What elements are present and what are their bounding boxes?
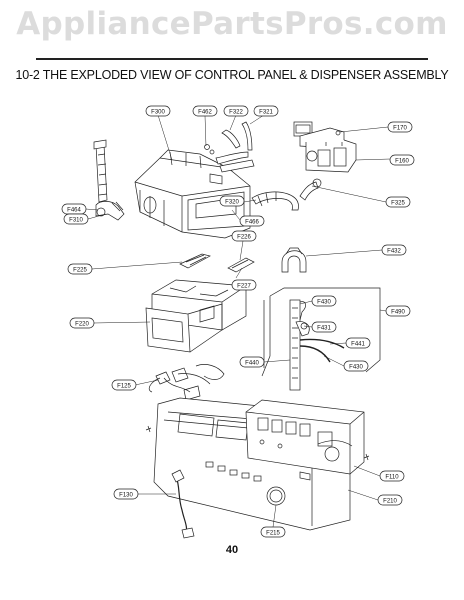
svg-text:F441: F441	[351, 342, 365, 348]
callout-F160: F160	[389, 154, 415, 166]
svg-text:F432: F432	[387, 249, 401, 255]
watermark-logo: AppliancePartsPros.com	[16, 6, 448, 42]
callout-F432: F432	[381, 244, 407, 256]
svg-text:F110: F110	[385, 475, 399, 481]
svg-text:F300: F300	[151, 110, 165, 116]
callout-F220: F220	[69, 317, 95, 329]
callout-F321: F321	[253, 105, 279, 117]
frame-bracket-part	[261, 287, 381, 377]
svg-text:F322: F322	[229, 110, 243, 116]
svg-text:F464: F464	[67, 208, 81, 214]
svg-text:F130: F130	[119, 493, 133, 499]
svg-text:F225: F225	[73, 268, 87, 274]
svg-text:F490: F490	[391, 310, 405, 316]
callout-F210: F210	[377, 494, 403, 506]
callout-F130: F130	[113, 488, 139, 500]
wire-harness-part	[148, 364, 225, 401]
callout-F215: F215	[260, 526, 286, 538]
pcb-assembly-part	[245, 399, 365, 475]
callout-F320: F320	[219, 195, 245, 207]
svg-text:F466: F466	[245, 220, 259, 226]
page-title: 10-2 THE EXPLODED VIEW OF CONTROL PANEL …	[15, 68, 449, 82]
svg-text:F226: F226	[237, 235, 251, 241]
fill-hose-part	[251, 178, 322, 211]
callout-F225: F225	[67, 263, 93, 275]
callout-F170: F170	[387, 121, 413, 133]
callout-labels: F300 F462 F322 F321 F170 F160 F464 F310 …	[61, 105, 415, 538]
screws	[145, 425, 370, 461]
dispenser-drawer-part	[145, 279, 247, 353]
callout-F310: F310	[63, 213, 89, 225]
svg-text:F220: F220	[75, 322, 89, 328]
svg-text:F227: F227	[237, 284, 251, 290]
svg-text:F321: F321	[259, 110, 273, 116]
leader-lines	[85, 114, 391, 528]
svg-text:F430: F430	[349, 365, 363, 371]
svg-text:F210: F210	[383, 499, 397, 505]
svg-text:F462: F462	[198, 110, 212, 116]
page-number: 40	[225, 544, 239, 556]
wire-lead-part	[171, 469, 195, 539]
water-valve-part	[293, 121, 357, 173]
svg-text:F160: F160	[395, 159, 409, 165]
pressure-switch-part	[289, 299, 345, 391]
callout-F226: F226	[231, 230, 257, 242]
callout-F431: F431	[311, 321, 337, 333]
callout-F464: F464	[61, 203, 87, 215]
svg-text:F125: F125	[117, 384, 131, 390]
svg-text:F170: F170	[393, 126, 407, 132]
callout-F462: F462	[192, 105, 218, 117]
svg-text:F310: F310	[69, 218, 83, 224]
dispenser-tube-part	[93, 139, 125, 221]
callout-F325: F325	[385, 196, 411, 208]
svg-text:F320: F320	[225, 200, 239, 206]
callout-F430b: F430	[343, 360, 369, 372]
header-rule	[36, 58, 428, 60]
small-hoses-part	[204, 121, 255, 173]
callout-F490: F490	[385, 305, 411, 317]
callout-F110: F110	[379, 470, 405, 482]
callout-F322: F322	[223, 105, 249, 117]
callout-F227: F227	[231, 279, 257, 291]
svg-text:F440: F440	[245, 361, 259, 367]
svg-text:F430: F430	[317, 300, 331, 306]
hose-clip-part	[281, 247, 307, 273]
svg-text:F325: F325	[391, 201, 405, 207]
callout-F125: F125	[111, 379, 137, 391]
callout-F430a: F430	[311, 295, 337, 307]
svg-text:F215: F215	[266, 531, 280, 537]
dispenser-housing-part	[134, 149, 251, 239]
siphon-caps-part	[179, 253, 255, 273]
callout-F441: F441	[345, 337, 371, 349]
svg-text:F431: F431	[317, 326, 331, 332]
callout-F440: F440	[239, 356, 265, 368]
callout-F300: F300	[145, 105, 171, 117]
callout-F466: F466	[239, 215, 265, 227]
